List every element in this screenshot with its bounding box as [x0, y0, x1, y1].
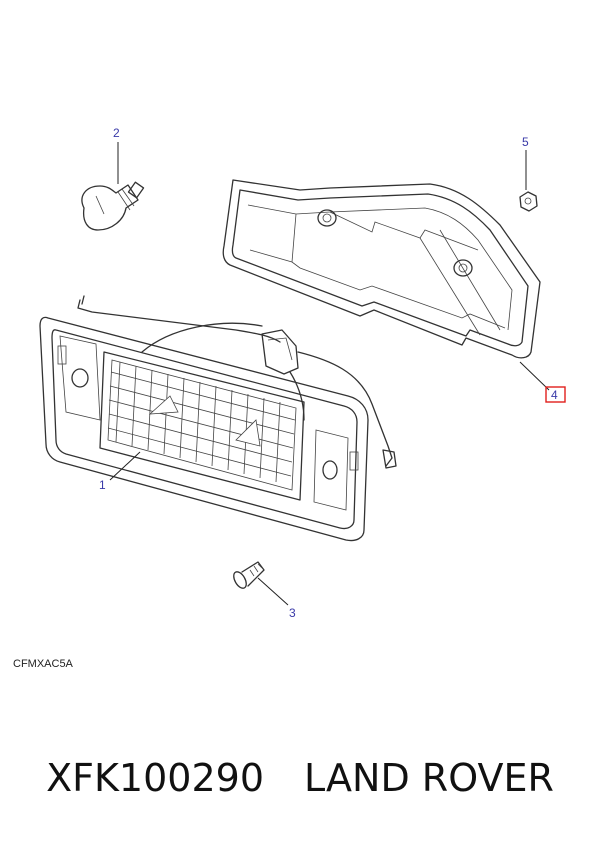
callout-2[interactable]: 2 — [113, 126, 120, 140]
callout-1[interactable]: 1 — [99, 478, 106, 492]
lamp-assembly-part[interactable] — [39, 295, 397, 542]
leader-4 — [519, 361, 550, 391]
leader-1 — [109, 451, 141, 481]
parts-diagram: 2 5 4 — [39, 126, 566, 620]
screw-part[interactable] — [231, 561, 265, 590]
nut-part[interactable] — [519, 191, 538, 212]
bulb-part[interactable] — [81, 181, 145, 231]
lens-grid — [107, 361, 296, 483]
callout-4[interactable]: 4 — [551, 388, 558, 402]
callout-4-highlight — [545, 386, 566, 403]
brand-name: LAND ROVER — [304, 756, 554, 800]
callout-5[interactable]: 5 — [522, 135, 529, 149]
part-number: XFK100290 — [46, 756, 264, 800]
leader-3 — [257, 577, 289, 606]
callout-3[interactable]: 3 — [289, 606, 296, 620]
footer-caption: XFK100290 LAND ROVER — [0, 748, 600, 808]
housing-part[interactable] — [222, 179, 541, 359]
diagram-reference-code: CFMXAC5A — [13, 658, 73, 670]
